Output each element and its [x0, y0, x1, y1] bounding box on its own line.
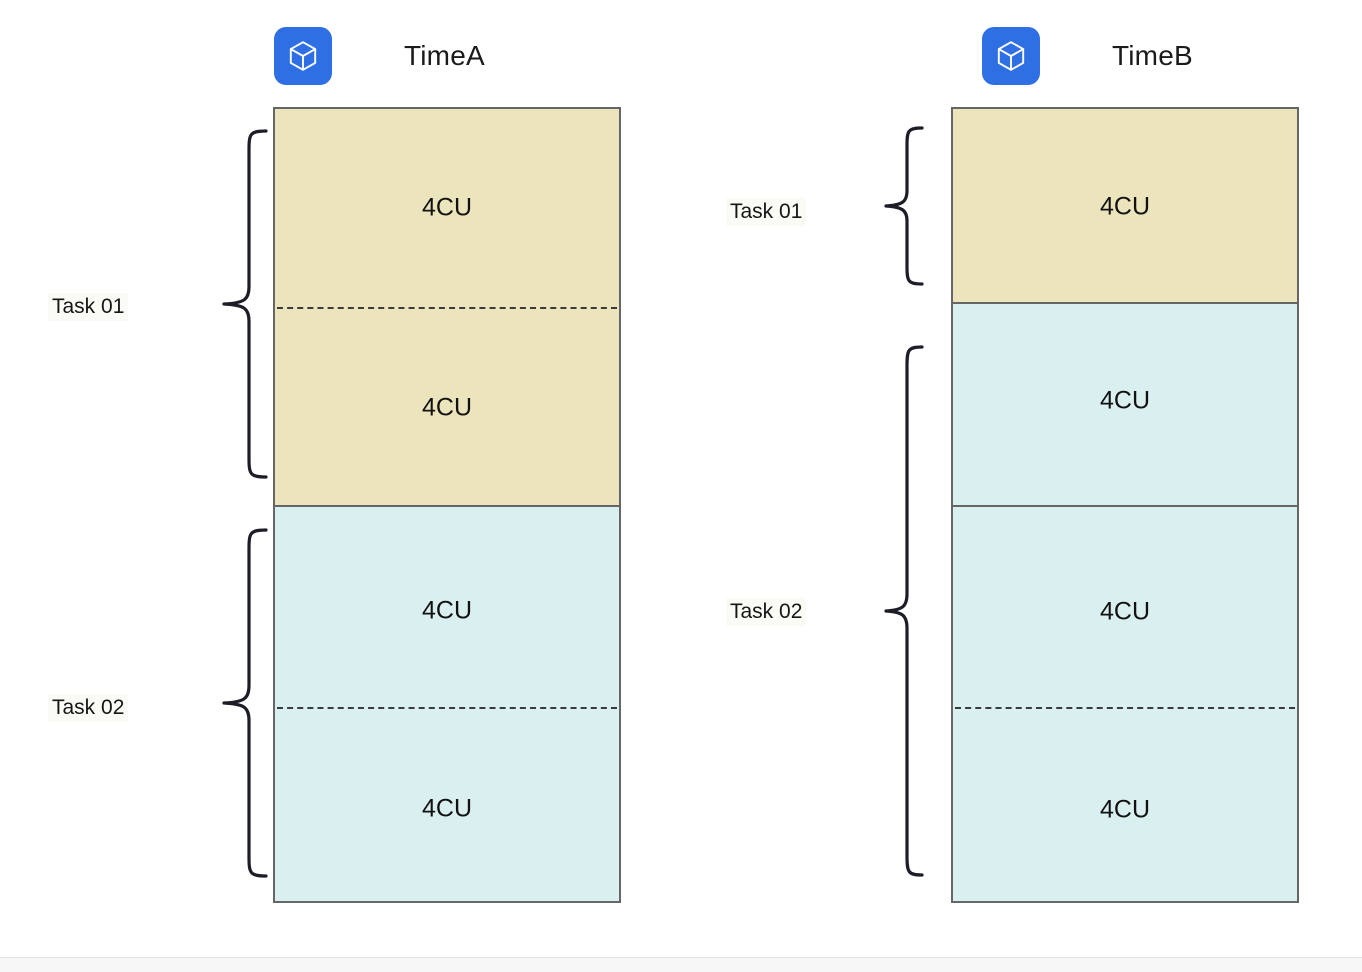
segment-label-a-seg-1: 4CU [421, 193, 472, 222]
segment-label-b-seg-3: 4CU [1099, 597, 1150, 626]
column-header-timeA: TimeA [274, 27, 485, 85]
task-label-b-task-2: Task 02 [726, 598, 807, 626]
segment-divider-solid-b-1 [953, 505, 1297, 507]
segment-label-b-seg-4: 4CU [1099, 795, 1150, 824]
segment-label-a-seg-4: 4CU [421, 794, 472, 823]
task-label-a-task-1: Task 01 [48, 293, 129, 321]
task-label-a-task-2: Task 02 [48, 694, 129, 722]
column-header-timeB: TimeB [982, 27, 1193, 85]
segment-divider-dashed-a-2 [277, 707, 617, 709]
brace-b-task-1 [884, 125, 924, 287]
footer-strip [0, 958, 1362, 972]
segment-group-yellow-timeA: 4CU 4CU [275, 109, 619, 507]
segment-divider-dashed-a-1 [277, 307, 617, 309]
brace-a-task-2 [222, 527, 268, 879]
segment-divider-dashed-b-1 [955, 707, 1295, 709]
segment-label-b-seg-2: 4CU [1099, 386, 1150, 415]
segment-group-yellow-timeB: 4CU [953, 109, 1297, 304]
column-title-timeA: TimeA [404, 40, 485, 71]
brace-b-task-2 [884, 344, 924, 880]
stack-timeA: 4CU 4CU 4CU 4CU [273, 107, 621, 903]
segment-group-blue-timeA: 4CU 4CU [275, 507, 619, 901]
segment-label-a-seg-3: 4CU [421, 596, 472, 625]
segment-label-b-seg-1: 4CU [1099, 192, 1150, 221]
segment-group-blue-timeB: 4CU 4CU 4CU [953, 304, 1297, 901]
footer-divider [0, 957, 1362, 958]
cube-icon [982, 27, 1040, 85]
stack-timeB: 4CU 4CU 4CU 4CU [951, 107, 1299, 903]
task-label-b-task-1: Task 01 [726, 198, 807, 226]
segment-label-a-seg-2: 4CU [421, 393, 472, 422]
cube-icon [274, 27, 332, 85]
column-title-timeB: TimeB [1112, 40, 1193, 71]
brace-a-task-1 [222, 128, 268, 480]
